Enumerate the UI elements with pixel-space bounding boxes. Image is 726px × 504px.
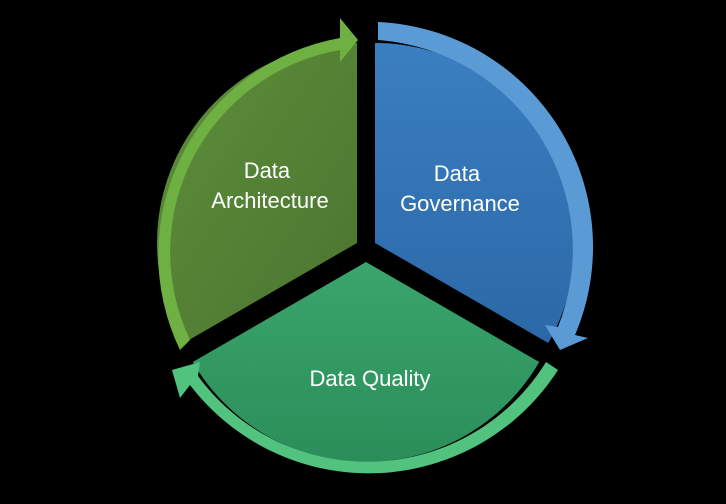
governance-line-2: Governance xyxy=(400,191,520,216)
architecture-line-2: Architecture xyxy=(211,188,328,213)
arrow-architecture-to-governance xyxy=(158,18,358,350)
arrow-governance-to-quality xyxy=(378,22,594,350)
segment-architecture-label: Data Architecture xyxy=(211,158,328,213)
segment-quality-wedge xyxy=(192,262,540,462)
segment-governance-label: Data Governance xyxy=(400,161,520,216)
quality-line-1: Data Quality xyxy=(309,366,430,391)
segment-governance-wedge xyxy=(375,43,575,343)
governance-line-1: Data xyxy=(434,161,481,186)
arrow-quality-to-architecture xyxy=(172,362,558,474)
architecture-line-1: Data xyxy=(244,158,291,183)
segment-quality-label: Data Quality xyxy=(309,366,430,391)
